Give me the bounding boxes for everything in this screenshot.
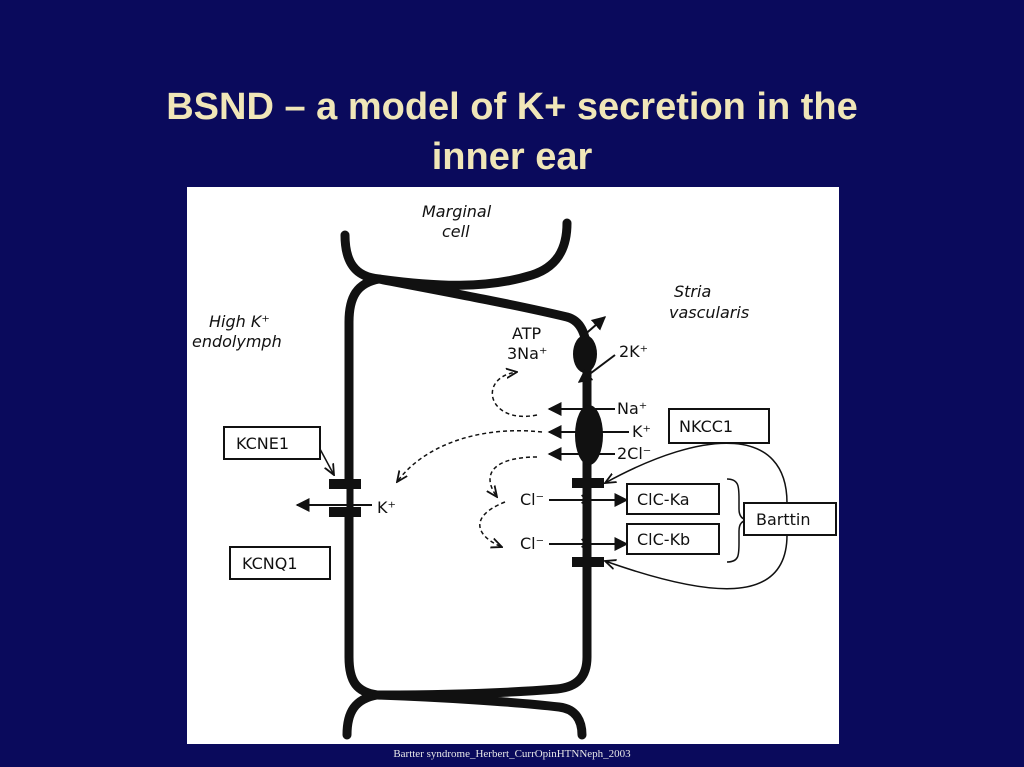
stria-label-2: vascularis xyxy=(669,303,749,322)
stria-label: Stria xyxy=(674,282,711,301)
k-channel-top xyxy=(329,479,361,489)
k-channel-bottom xyxy=(329,507,361,517)
marginal-cell-label: Marginal xyxy=(422,202,492,221)
cl2-label: 2Cl⁻ xyxy=(617,444,651,463)
atp-label: ATP xyxy=(512,324,541,343)
slide-caption: Bartter syndrome_Herbert_CurrOpinHTNNeph… xyxy=(393,748,631,760)
kcnq1-label: KCNQ1 xyxy=(242,554,298,573)
k-left-label: K⁺ xyxy=(377,498,396,517)
clc-channel-bottom xyxy=(572,557,604,567)
barttin-label: Barttin xyxy=(756,510,811,529)
clc-kb-label: ClC-Kb xyxy=(637,530,690,549)
diagram-figure: Marginal cell High K⁺ endolymph Stria va… xyxy=(187,187,839,744)
clc-ka-channel-mark: ✕ xyxy=(579,490,592,509)
na3-arrow xyxy=(581,316,607,338)
title-line-1: BSND – a model of K+ secretion in the xyxy=(166,86,858,128)
barttin-to-clc-arrow xyxy=(605,534,788,590)
kcne1-box xyxy=(223,426,321,460)
marginal-cell-label-2: cell xyxy=(442,222,470,241)
k-to-channel-dashed-arrow xyxy=(397,430,543,482)
na-recycle-dashed-arrow xyxy=(491,372,538,418)
barttin-to-nkcc1-arrow xyxy=(605,442,788,504)
kcne1-pointer xyxy=(319,448,334,475)
nkcc1-transporter xyxy=(575,405,603,465)
k-label: K⁺ xyxy=(632,422,651,441)
cl-a-label: Cl⁻ xyxy=(520,490,544,509)
clc-channel-top xyxy=(572,478,604,488)
endolymph-label-2: endolymph xyxy=(192,332,282,351)
cell-diagram: Marginal cell High K⁺ endolymph Stria va… xyxy=(192,202,837,740)
clc-kb-channel-mark: ✕ xyxy=(579,534,592,553)
barttin-box xyxy=(743,502,837,536)
na-k-atpase-pump xyxy=(573,335,597,373)
na3-label: 3Na⁺ xyxy=(507,344,547,363)
na-label: Na⁺ xyxy=(617,399,647,418)
clc-ka-label: ClC-Ka xyxy=(637,490,690,509)
nkcc1-label: NKCC1 xyxy=(679,417,733,436)
clc-ka-box xyxy=(626,483,720,515)
cl-b-label: Cl⁻ xyxy=(520,534,544,553)
cell-membrane xyxy=(340,230,381,740)
endolymph-label: High K⁺ xyxy=(209,312,270,331)
clc-kb-box xyxy=(626,523,720,555)
cell-membrane-right xyxy=(372,218,592,740)
slide-title: BSND – a model of K+ secretion in the in… xyxy=(60,82,964,182)
cl-b-dashed-arrow xyxy=(479,501,506,547)
kcne1-label: KCNE1 xyxy=(236,434,289,453)
k2-label: 2K⁺ xyxy=(619,342,648,361)
title-line-2: inner ear xyxy=(431,136,593,178)
kcnq1-box xyxy=(229,546,331,580)
k2-arrow xyxy=(577,354,616,383)
cl-a-dashed-arrow xyxy=(490,456,538,497)
